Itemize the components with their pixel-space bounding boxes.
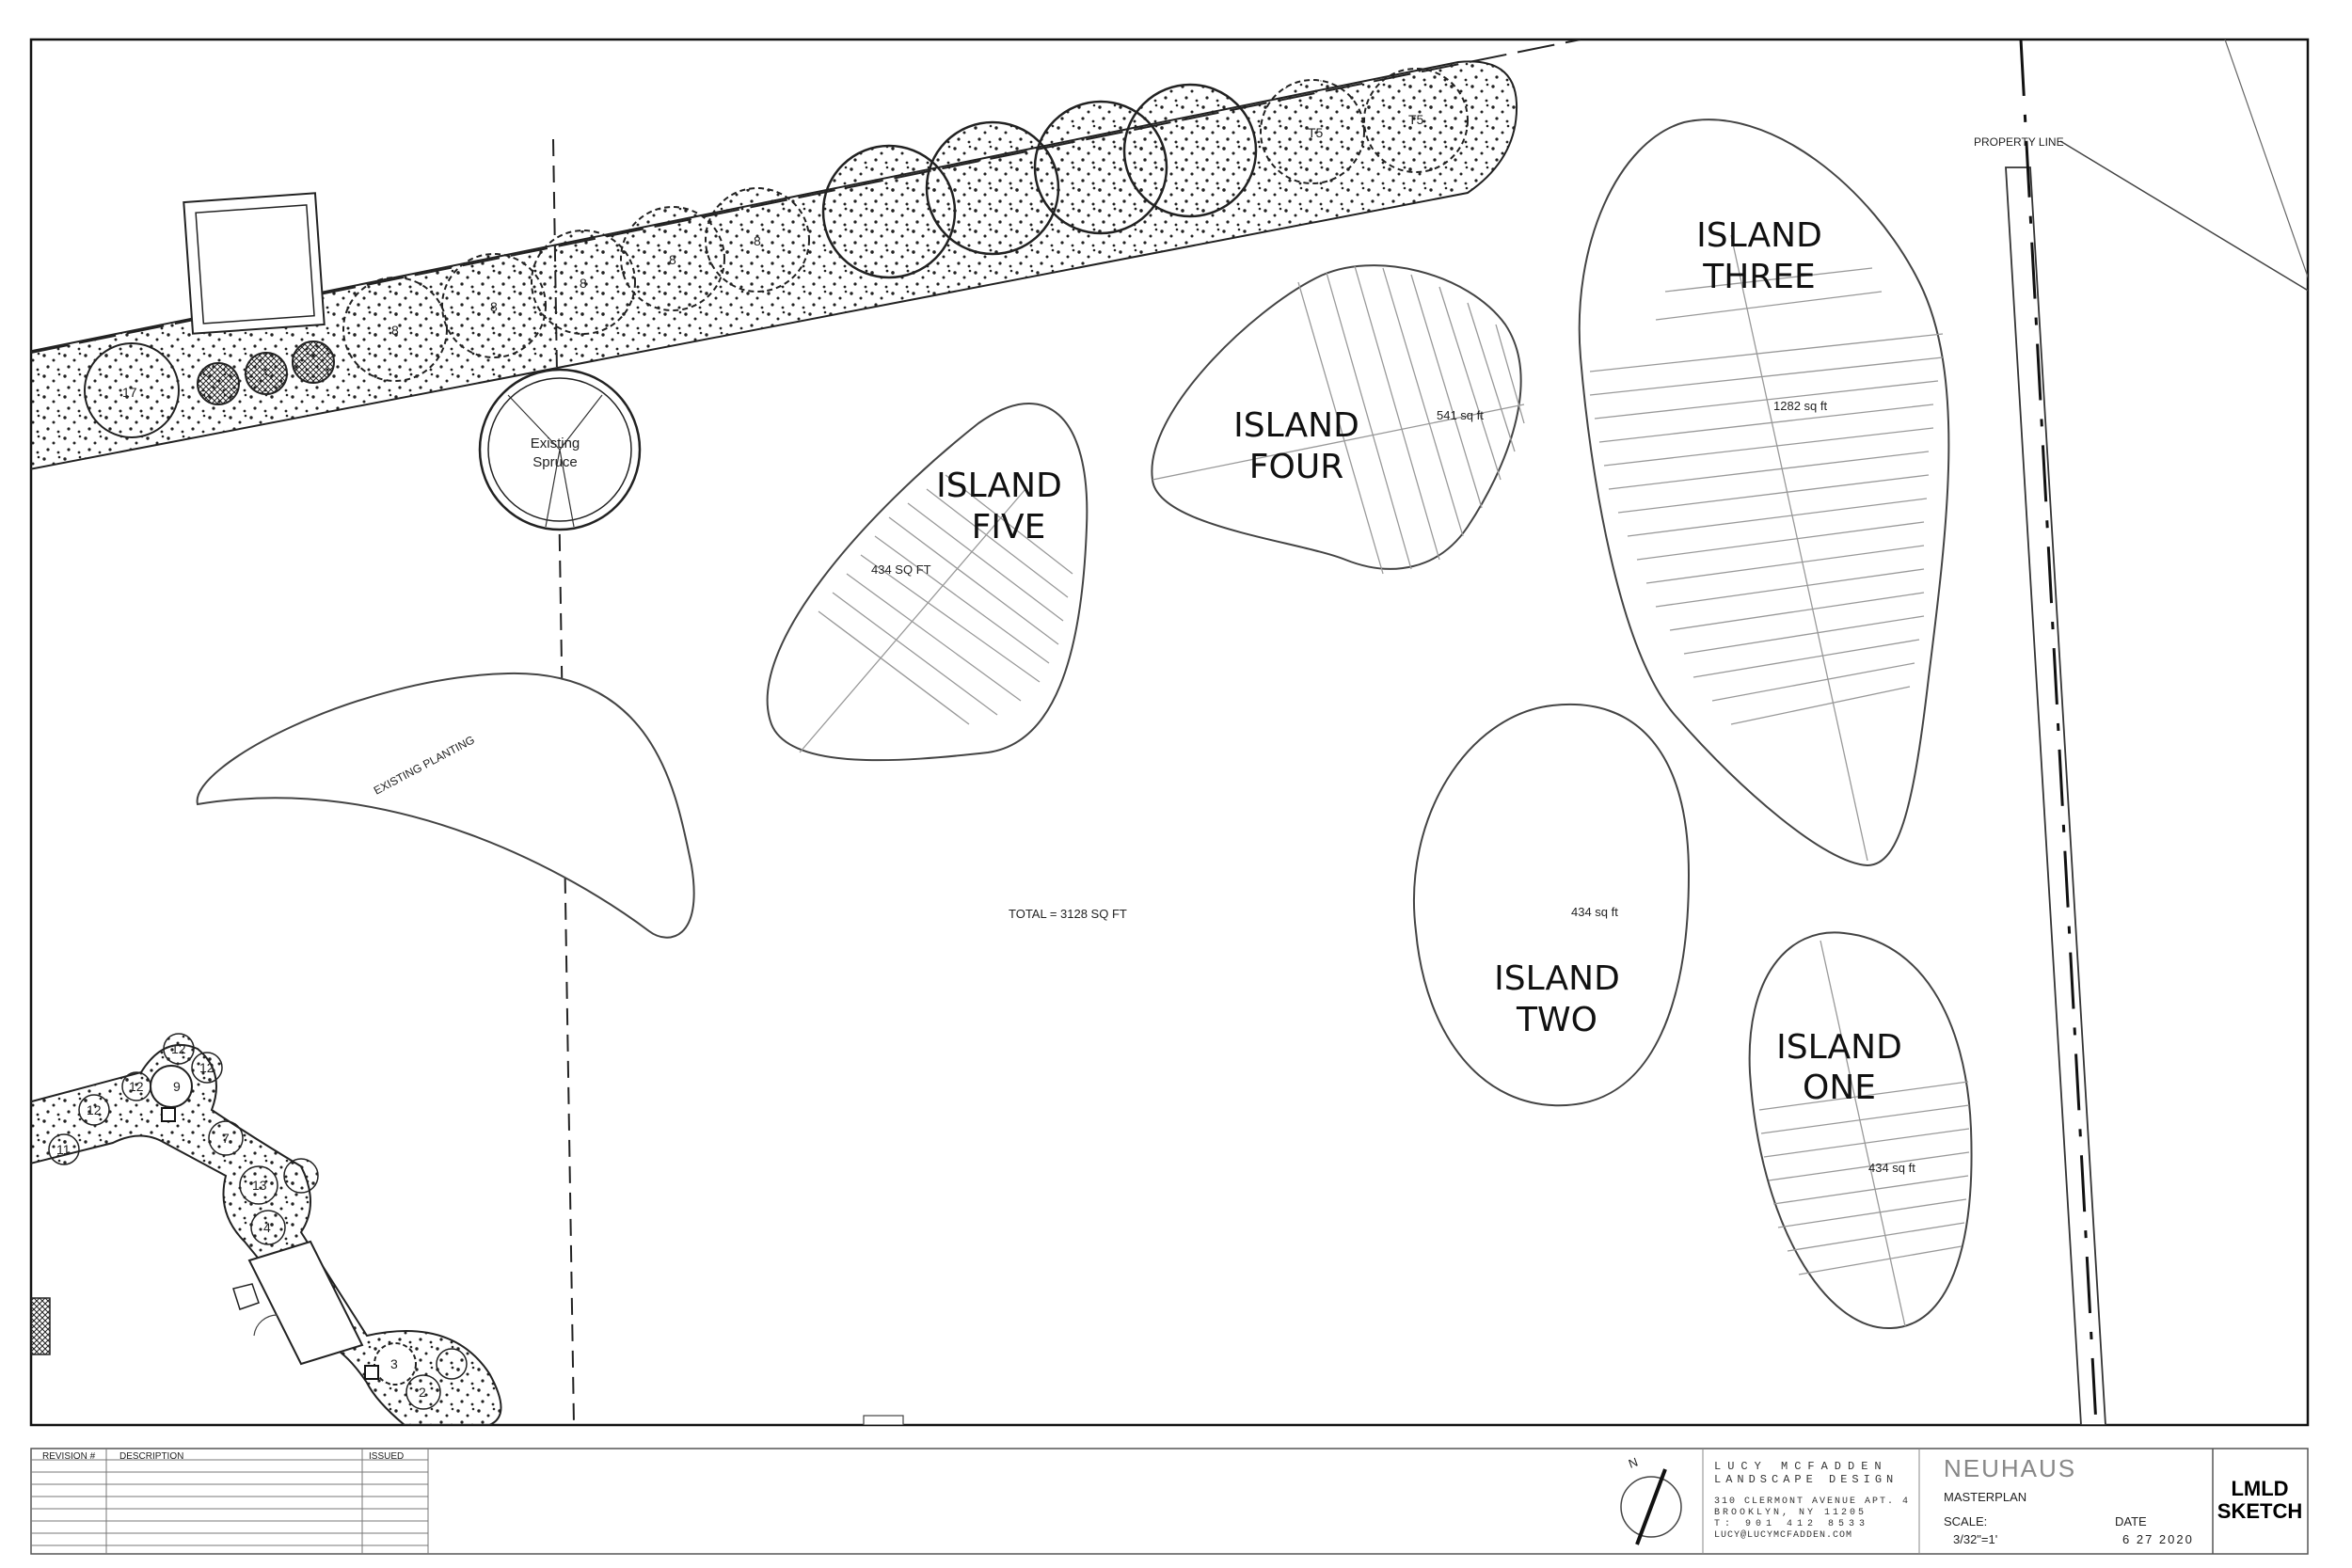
svg-text:12: 12 xyxy=(171,1041,186,1056)
svg-text:13: 13 xyxy=(252,1178,267,1193)
north-arrow-icon: N xyxy=(1620,1455,1682,1545)
island-three-label-1: ISLAND xyxy=(1696,216,1822,255)
island-five: ISLAND FIVE 434 SQ FT xyxy=(766,402,1089,762)
firm-address-2: BROOKLYN, NY 11205 xyxy=(1714,1508,1867,1518)
drawing-frame xyxy=(29,38,2310,1427)
existing-planting-bed: EXISTING PLANTING xyxy=(196,672,695,939)
house-fragment xyxy=(31,1240,904,1425)
island-two-label-2: TWO xyxy=(1516,1001,1597,1039)
spruce-label-2: Spruce xyxy=(532,454,578,470)
svg-text:12: 12 xyxy=(199,1060,215,1075)
issued-header: ISSUED xyxy=(369,1451,404,1462)
total-area-label: TOTAL = 3128 SQ FT xyxy=(1009,907,1127,921)
firm-subtitle: LANDSCAPE DESIGN xyxy=(1714,1473,1898,1486)
existing-spruce: Existing Spruce xyxy=(478,368,642,531)
scale-value: 3/32"=1' xyxy=(1953,1532,1997,1546)
stamp-line-2: SKETCH xyxy=(2217,1499,2302,1523)
firm-email: LUCY@LUCYMCFADDEN.COM xyxy=(1714,1529,1852,1541)
svg-text:11: 11 xyxy=(56,1142,71,1157)
island-two: ISLAND TWO 434 sq ft xyxy=(1413,703,1691,1107)
tree-labels-south: 9 12 12 12 12 11 7 13 4 3 2 xyxy=(56,1041,426,1400)
svg-text:2: 2 xyxy=(419,1385,426,1400)
firm-address-1: 310 CLERMONT AVENUE APT. 4 xyxy=(1714,1497,1910,1507)
svg-text:8: 8 xyxy=(669,252,676,267)
tree-labels-north: 17 T5 T5 8 8 8 8 8 xyxy=(122,112,1424,400)
property-line-callout: PROPERTY LINE xyxy=(1974,40,2308,292)
svg-text:4: 4 xyxy=(263,1220,271,1235)
svg-text:8: 8 xyxy=(754,233,761,248)
date-label: DATE xyxy=(2115,1514,2147,1528)
island-four-label-1: ISLAND xyxy=(1233,406,1359,445)
island-two-label-1: ISLAND xyxy=(1494,959,1620,998)
island-one-label-1: ISLAND xyxy=(1776,1028,1902,1067)
south-planting-bed xyxy=(31,1033,502,1425)
title-block: REVISION # DESCRIPTION ISSUED N LUCY MCF… xyxy=(30,1448,2309,1555)
revision-header: REVISION # xyxy=(42,1451,96,1462)
island-one: ISLAND ONE 434 sq ft xyxy=(1748,931,1973,1330)
svg-text:PROPERTY LINE: PROPERTY LINE xyxy=(1974,135,2064,149)
island-two-area: 434 sq ft xyxy=(1571,905,1618,919)
shed-structure xyxy=(183,192,326,335)
svg-text:9: 9 xyxy=(173,1079,181,1094)
stamp-line-1: LMLD xyxy=(2231,1477,2288,1500)
revision-table xyxy=(31,1449,429,1554)
svg-text:T5: T5 xyxy=(1408,112,1424,127)
island-five-area: 434 SQ FT xyxy=(871,562,931,577)
island-one-area: 434 sq ft xyxy=(1868,1161,1915,1175)
date-value: 6 27 2020 xyxy=(2122,1532,2194,1546)
project-name: NEUHAUS xyxy=(1944,1454,2076,1482)
svg-text:8: 8 xyxy=(391,323,399,338)
island-four-area: 541 sq ft xyxy=(1437,408,1484,422)
svg-text:8: 8 xyxy=(580,276,587,291)
svg-text:17: 17 xyxy=(122,385,137,400)
svg-text:T5: T5 xyxy=(1308,125,1324,140)
island-four-label-2: FOUR xyxy=(1249,448,1343,486)
driveway-strip xyxy=(2005,40,2106,1425)
island-one-label-2: ONE xyxy=(1803,1069,1876,1107)
tree-row-north xyxy=(84,68,1469,438)
firm-name: LUCY MCFADDEN xyxy=(1714,1460,1888,1473)
svg-text:12: 12 xyxy=(87,1102,102,1117)
island-three: ISLAND THREE 1282 sq ft xyxy=(1578,119,1950,867)
spruce-label-1: Existing xyxy=(531,436,580,451)
island-five-label-1: ISLAND xyxy=(936,467,1062,505)
island-three-area: 1282 sq ft xyxy=(1773,399,1827,413)
description-header: DESCRIPTION xyxy=(119,1451,183,1462)
island-five-label-2: FIVE xyxy=(972,508,1046,546)
svg-text:7: 7 xyxy=(222,1131,230,1146)
firm-phone: T: 901 412 8533 xyxy=(1714,1519,1869,1529)
svg-text:8: 8 xyxy=(490,299,498,314)
svg-text:3: 3 xyxy=(390,1356,398,1371)
scale-label: SCALE: xyxy=(1944,1514,1987,1528)
island-three-label-2: THREE xyxy=(1702,258,1816,296)
svg-text:12: 12 xyxy=(129,1079,144,1094)
sheet-title: MASTERPLAN xyxy=(1944,1490,2026,1504)
island-four: ISLAND FOUR 541 sq ft xyxy=(1151,264,1525,575)
